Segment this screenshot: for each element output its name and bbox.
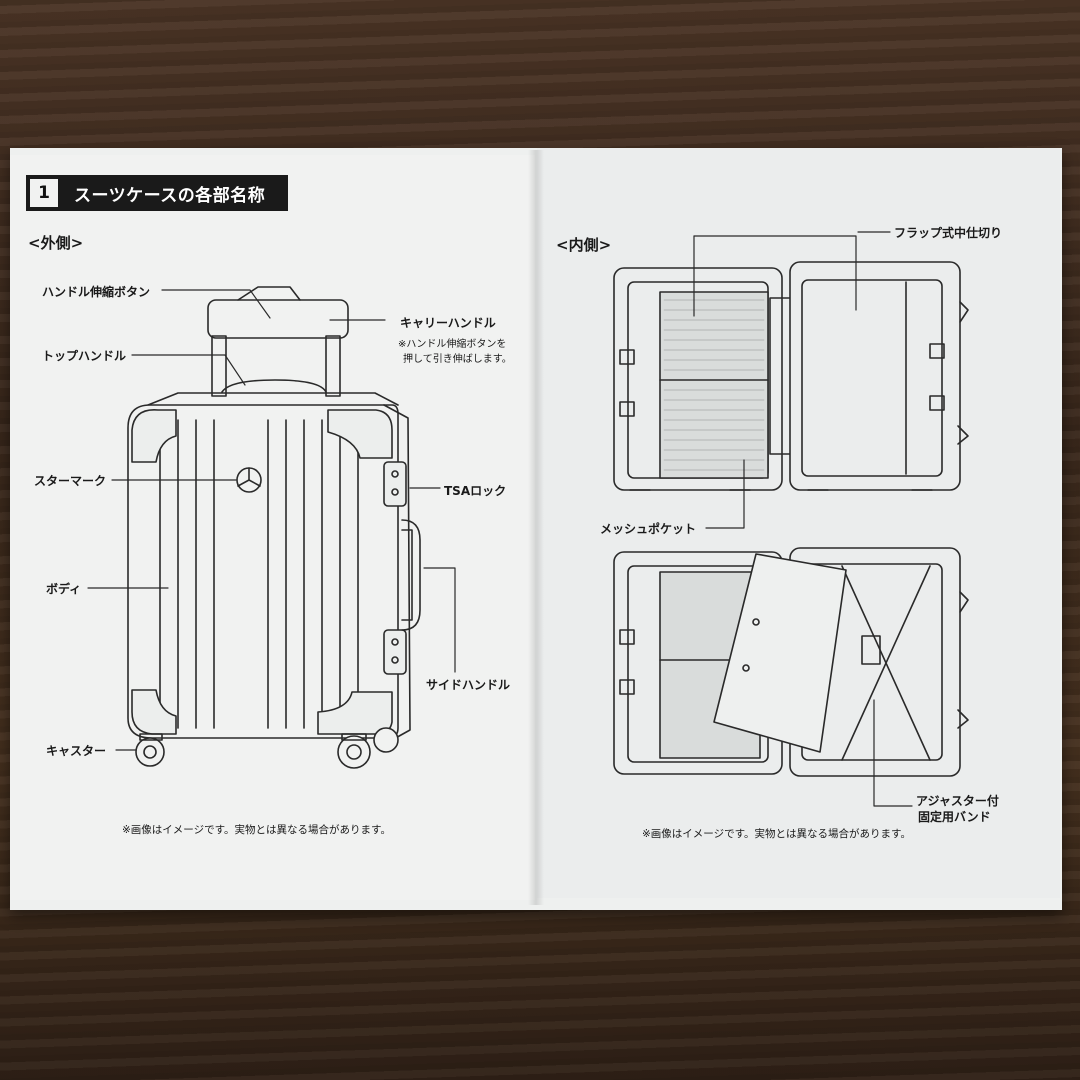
left-disclaimer: ※画像はイメージです。実物とは異なる場合があります。 xyxy=(122,824,391,836)
label-flap-divider: フラップ式中仕切り xyxy=(894,226,1003,240)
label-body: ボディ xyxy=(46,582,82,596)
exterior-suitcase-drawing xyxy=(127,286,421,769)
label-star-mark: スターマーク xyxy=(34,474,107,488)
interior-flap-case-drawing xyxy=(613,547,969,777)
label-carry-handle: キャリーハンドル xyxy=(400,316,496,330)
label-band-line2: 固定用バンド xyxy=(918,810,991,824)
section-header: 1 スーツケースの各部名称 xyxy=(26,175,288,211)
carry-handle-note-line2: 押して引き伸ばします。 xyxy=(403,354,512,365)
exterior-subtitle: <外側> xyxy=(28,234,84,252)
interior-subtitle: <内側> xyxy=(556,236,612,254)
exterior-leader-lines xyxy=(87,289,456,751)
interior-open-case-drawing xyxy=(613,261,969,491)
section-title: スーツケースの各部名称 xyxy=(74,185,266,206)
carry-handle-note-line1: ※ハンドル伸縮ボタンを xyxy=(398,339,507,350)
label-top-handle: トップハンドル xyxy=(42,349,127,363)
label-handle-button: ハンドル伸縮ボタン xyxy=(42,285,151,299)
label-caster: キャスター xyxy=(46,744,107,758)
label-side-handle: サイドハンドル xyxy=(426,678,511,692)
label-tsa-lock: TSAロック xyxy=(444,484,507,498)
right-disclaimer: ※画像はイメージです。実物とは異なる場合があります。 xyxy=(642,828,911,840)
interior-leader-lines xyxy=(693,231,913,807)
label-band-line1: アジャスター付 xyxy=(916,794,999,808)
section-number: 1 xyxy=(30,179,58,207)
booklet-gutter xyxy=(528,150,544,905)
label-mesh-pocket: メッシュポケット xyxy=(600,522,697,536)
